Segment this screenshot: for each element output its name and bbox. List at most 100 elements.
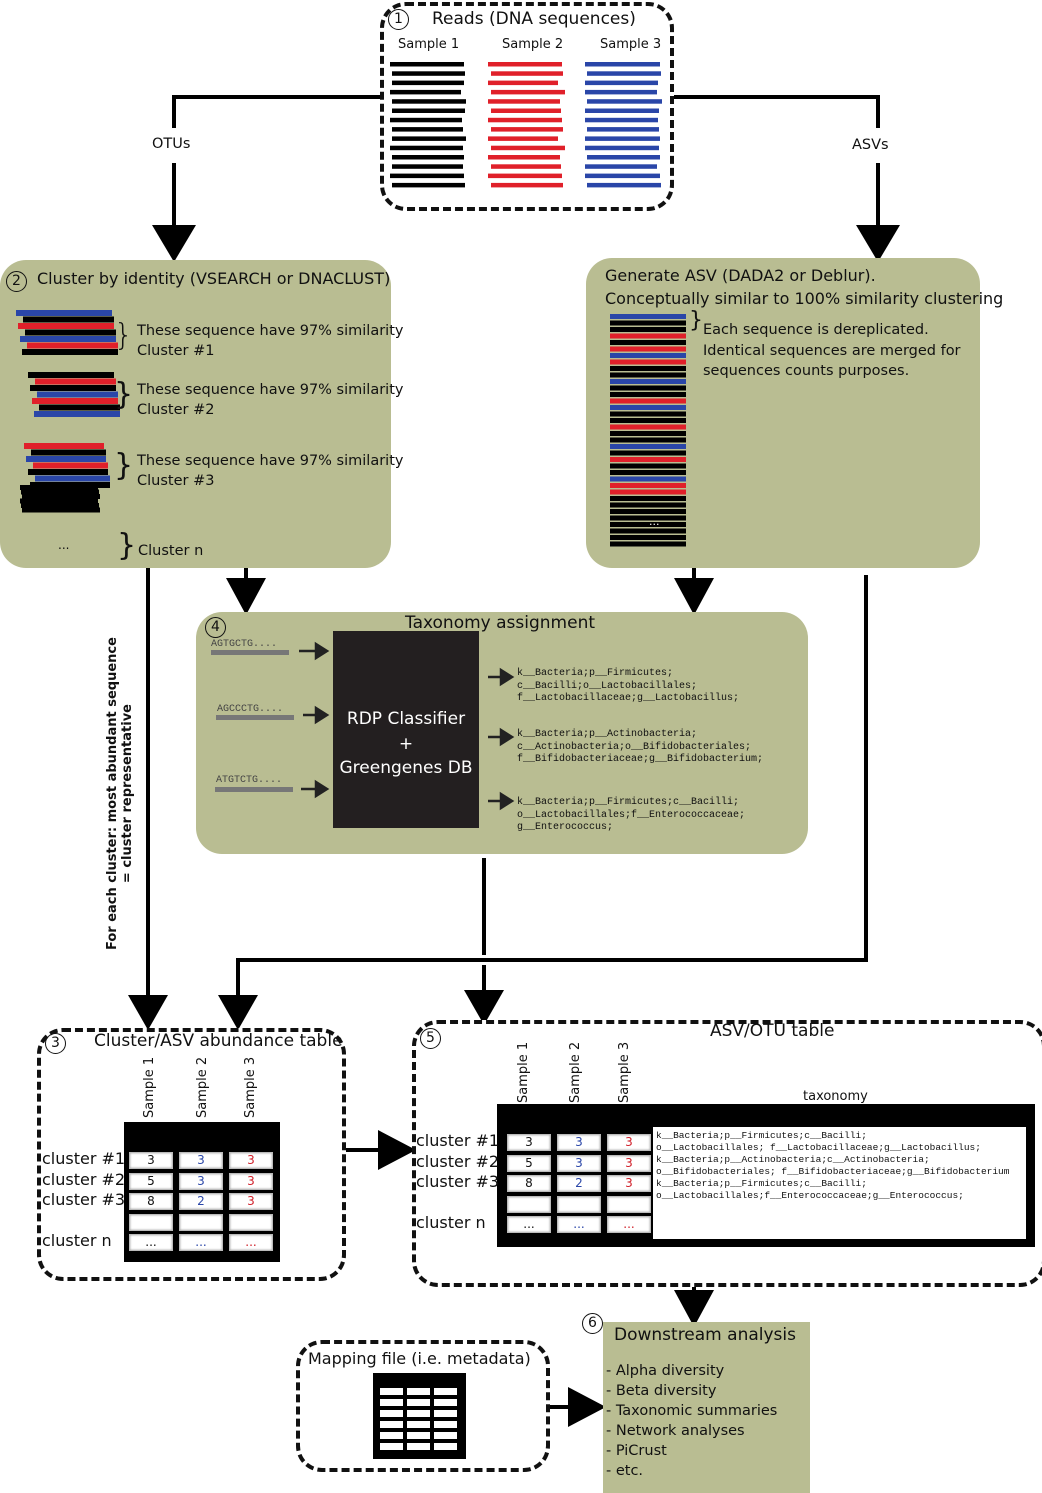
sequence-bar: [390, 173, 464, 179]
sequence-bar: [491, 164, 561, 169]
sequence-bar: [392, 80, 464, 86]
sequence-bar: [610, 424, 686, 430]
sequence-bar: [585, 117, 658, 123]
cluster-desc: These sequence have 97% similarity: [137, 323, 404, 339]
sequence-bar: [27, 342, 118, 349]
row-label: cluster #3: [42, 1190, 126, 1209]
sequence-bar: [488, 117, 562, 123]
grid-cell: [407, 1388, 430, 1395]
sequence-bar: [16, 310, 112, 316]
sequence-bar: [610, 476, 686, 482]
sequence-bar: [587, 182, 661, 188]
sequence-bar: [491, 108, 561, 113]
column-header: Sample 1: [516, 1041, 531, 1103]
sequence-bar: [390, 117, 462, 123]
sequence-bar: [28, 469, 108, 475]
row-label: cluster n: [416, 1213, 486, 1232]
table-cell: [557, 1195, 601, 1213]
grid-cell: [407, 1399, 430, 1406]
sequence-bar: [610, 411, 686, 417]
cluster-name: Cluster #3: [137, 473, 215, 489]
sequence-bar: [22, 507, 100, 513]
taxonomy-title: Taxonomy assignment: [405, 613, 596, 633]
sequence-bar: [28, 372, 114, 378]
table-cell: 5: [129, 1172, 173, 1190]
cluster-brace: }: [114, 448, 134, 483]
sample-label: Sample 2: [502, 37, 564, 52]
asv-note: sequences counts purposes.: [703, 363, 910, 379]
cluster-desc: These sequence have 97% similarity: [137, 382, 404, 398]
grid-cell: [380, 1399, 403, 1406]
grid-cell: [434, 1421, 457, 1428]
table-cell: 3: [229, 1172, 273, 1190]
sequence-bar: [33, 462, 108, 469]
arrowhead: [464, 990, 504, 1025]
downstream-item: - Taxonomic summaries: [606, 1403, 778, 1419]
grid-cell: [380, 1421, 403, 1428]
sequence-bar: [491, 127, 563, 132]
mapping-file-title: Mapping file (i.e. metadata): [308, 1349, 531, 1368]
arrowhead: [152, 225, 196, 262]
sequence-bar: [610, 333, 686, 339]
cluster-brace: }: [117, 528, 137, 563]
sequence-bar: [39, 404, 120, 411]
sequence-bar: [488, 155, 560, 160]
table-cell: 5: [507, 1154, 551, 1172]
ellipsis: ...: [58, 538, 70, 552]
sequence-bar: [587, 155, 660, 160]
sample-label: Sample 1: [398, 37, 460, 52]
sequence-bar: [392, 99, 466, 104]
table-cell: 3: [229, 1193, 273, 1210]
sequence-bar: [392, 164, 463, 169]
sequence-bar: [585, 136, 660, 141]
downstream-item: - Network analyses: [606, 1423, 745, 1439]
sequence-bar: [610, 541, 686, 547]
arrowhead: [568, 1387, 606, 1427]
taxonomy-result: k__Bacteria;p__Firmicutes;c__Bacilli;o__…: [517, 668, 740, 704]
sequence-bar: [587, 99, 662, 104]
cluster-name: Cluster #2: [137, 402, 215, 418]
sequence-bar: [610, 509, 686, 514]
sequence-bar: [610, 398, 686, 404]
table-cell: 8: [507, 1175, 551, 1192]
grid-cell: [407, 1432, 430, 1439]
sequence-bar: [23, 316, 114, 323]
table-cell: ...: [507, 1216, 551, 1233]
taxonomy-header: taxonomy: [803, 1089, 868, 1104]
sequence-bar: [390, 89, 461, 95]
table-cell: 3: [557, 1134, 601, 1151]
sequence-bar: [585, 62, 660, 67]
grid-cell: [407, 1410, 430, 1417]
cluster-brace: }: [114, 377, 134, 412]
asvs-label: ASVs: [852, 137, 889, 153]
sequence-bar: [34, 411, 120, 417]
grid-cell: [434, 1443, 457, 1450]
table-cell: [129, 1213, 173, 1231]
sequence-bar: [610, 346, 686, 352]
sequence-bar: [488, 80, 558, 86]
classifier-label: RDP Classifier: [346, 709, 466, 729]
row-label: cluster #3: [416, 1172, 500, 1191]
sequence-bar: [610, 444, 686, 449]
sequence-bar: [20, 498, 98, 504]
sequence-bar: [610, 470, 686, 475]
classifier-plus: +: [398, 734, 414, 754]
arrowhead: [128, 995, 168, 1030]
step-number: 6: [582, 1313, 603, 1334]
sequence-bar: [35, 378, 116, 385]
sequence-bar: [392, 71, 465, 76]
row-label: cluster #1: [42, 1149, 126, 1168]
sequence-bar: [610, 463, 686, 469]
sequence-bar: [585, 164, 657, 169]
taxonomy-result: k__Bacteria;p__Firmicutes;c__Bacilli;o__…: [517, 797, 746, 833]
sequence-bar: [32, 398, 118, 404]
ellipsis: ...: [649, 515, 660, 528]
row-label: cluster #2: [42, 1169, 126, 1189]
step-number: 4: [205, 617, 226, 638]
sequence-bar: [21, 489, 99, 495]
cluster-name: Cluster #1: [137, 343, 215, 359]
sequence-bar: [610, 359, 686, 365]
